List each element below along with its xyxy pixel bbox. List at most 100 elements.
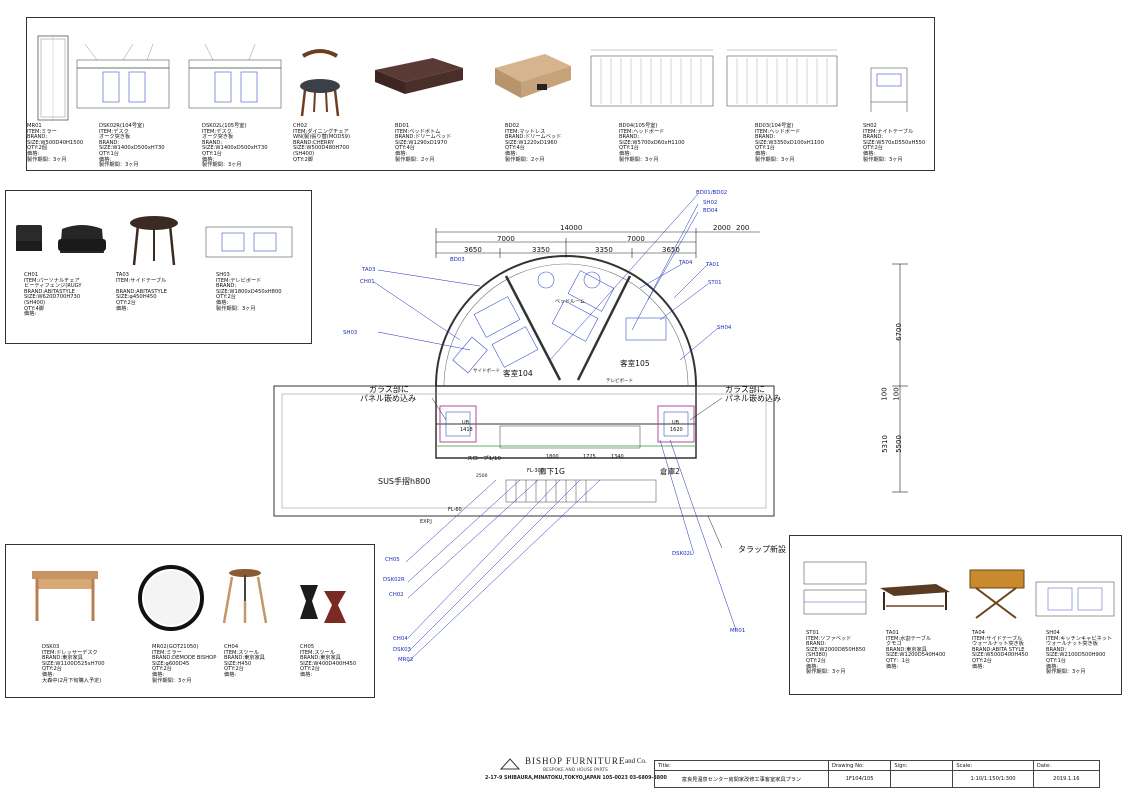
- spec-line: SIZE:W1400xD500xH730: [99, 145, 165, 152]
- ch02-chair-photo: [300, 49, 340, 117]
- dim-offset: 2000: [713, 224, 731, 232]
- ub-left-label: UB: [462, 420, 470, 426]
- spec-line: ITEM:スツール: [300, 649, 335, 656]
- dim-slope-length: 2500: [476, 474, 488, 479]
- spec-line: SIZE:W500D480H700: [293, 145, 350, 152]
- ch04-stool-photo: [222, 569, 268, 624]
- dim-seg-4: 3650: [662, 246, 680, 254]
- spec-line: 価格:: [300, 671, 313, 678]
- date-header: Date:: [1032, 760, 1101, 771]
- bd01-bed-bottom-photo: [375, 58, 463, 94]
- date-value: 2019.1.16: [1032, 770, 1101, 788]
- room-105-label: 客室105: [620, 359, 650, 368]
- tag-dsk03: DSK03: [393, 647, 411, 653]
- spec-line: ITEM:ソファベッド: [806, 635, 852, 642]
- ta03-side-table-photo: [130, 216, 178, 266]
- spec-line: 価格:: [505, 150, 518, 157]
- spec-mr01: MR01 ITEM:ミラー BRAND: SIZE:W500D40H1500 Q…: [27, 123, 83, 163]
- dim-right-upper: 6700: [894, 323, 903, 341]
- spec-line: クモゴ: [886, 641, 902, 648]
- dim-overall-width: 14000: [560, 224, 583, 232]
- spec-line: QTY:2台: [116, 299, 136, 306]
- spec-line: ITEM:テレビボード: [216, 277, 262, 284]
- note-ladder-new: タラップ新設: [738, 545, 786, 554]
- spec-line: 価格:: [24, 311, 37, 318]
- spec-line: ITEM:ベッドボトム: [395, 128, 441, 135]
- spec-ta03: TA03 ITEM:サイドテーブル BRAND:ABITASTYLE SIZE:…: [116, 272, 167, 312]
- spec-code: BD01: [395, 123, 410, 129]
- spec-code: TA01: [886, 630, 899, 636]
- dsk02r-desk-drawing: [76, 43, 170, 109]
- spec-line: SIZE:W1800xD450xH800: [216, 288, 282, 295]
- title-header: Title:: [654, 760, 829, 771]
- spec-line: 製作期間：3ヶ月: [619, 156, 659, 163]
- spec-code: MR01: [27, 123, 42, 129]
- spec-line: 製作期間：3ヶ月: [27, 156, 67, 163]
- dim-corridor-2: 1725: [583, 454, 596, 460]
- spec-line: ITEM:サイドテーブル: [116, 277, 167, 284]
- spec-line: BRAND:DEMODE BISHOP: [152, 655, 217, 662]
- spec-line: 製作期間：3ヶ月: [152, 677, 192, 684]
- spec-line: 製作期間：3ヶ月: [99, 162, 139, 169]
- spec-line: QTY：1台: [886, 657, 911, 664]
- logo-name: BISHOP FURNITURE: [525, 756, 626, 766]
- tag-ch05: CH05: [385, 557, 400, 563]
- spec-line: SIZE:φ450H450: [116, 294, 157, 301]
- corridor-label: 廊下1G: [539, 467, 565, 476]
- spec-line: SIZE:W1200D540H400: [886, 652, 946, 659]
- tag-ta01: TA01: [706, 262, 720, 268]
- logo-subtitle: BESPOKE AND HOUSE PARTS: [543, 768, 608, 773]
- tv-board-note: テレビボード: [606, 379, 633, 384]
- spec-line: QTY:2個: [27, 145, 47, 152]
- spec-line: ITEM:ミラー: [152, 649, 182, 656]
- spec-line: SIZE:W2000D850H850: [806, 646, 866, 653]
- spec-ta04: TA04 ITEM:サイドテーブル ウォールナット突き板 BRAND:ABITA…: [972, 630, 1028, 670]
- spec-sh02: SH02 ITEM:ナイトテーブル BRAND: SIZE:W570xD550x…: [863, 123, 925, 163]
- spec-line: BRAND:: [27, 134, 48, 141]
- top-furniture-panel: MR01 ITEM:ミラー BRAND: SIZE:W500D40H1500 Q…: [26, 17, 935, 171]
- spec-line: QTY:1台: [99, 150, 119, 157]
- spec-sh03: SH03 ITEM:テレビボード BRAND: SIZE:W1800xD450x…: [216, 272, 282, 312]
- spec-line: ウォールナット突き板: [1046, 641, 1098, 648]
- spec-line: ITEM:水割テーブル: [886, 635, 932, 642]
- spec-bd03: BD03(104号室) ITEM:ヘッドボード BRAND: SIZE:W335…: [755, 123, 824, 163]
- spec-line: SIZE:W400D400H450: [300, 660, 357, 667]
- spec-ch01: CH01 ITEM:パーソナルチェア ビーティフェンジ(RUGY BRAND:A…: [24, 272, 82, 318]
- spec-line: QTY:4脚: [24, 305, 44, 312]
- spec-line: ITEM:マットレス: [505, 128, 546, 135]
- spec-line: SIZE:H450: [224, 660, 252, 667]
- spec-line: BRAND:ドリームベッド: [395, 134, 452, 141]
- spec-line: BRAND:ABITASTYLE: [24, 288, 75, 295]
- spec-line: BRAND:: [216, 283, 237, 290]
- spec-line: BRAND:: [1046, 646, 1067, 653]
- spec-line: BRAND:東京家具: [42, 655, 83, 662]
- title-value: 富良見温泉センター房間家改修工事客室家具プラン: [654, 770, 829, 788]
- note-slope: スロープ1/10: [467, 456, 502, 462]
- spec-line: QTY:1台: [755, 145, 775, 152]
- spec-ch05: CH05 ITEM:スツール BRAND:東京家具 SIZE:W400D400H…: [300, 644, 357, 679]
- tag-ch01: CH01: [360, 279, 375, 285]
- tag-ch02: CH02: [389, 592, 404, 598]
- tag-sh04: SH04: [717, 325, 732, 331]
- mr01-mirror-drawing: [37, 34, 69, 122]
- dim-seg-3: 3350: [595, 246, 613, 254]
- ch05-stool-photo: [300, 585, 346, 623]
- storage-label: 倉庫2: [660, 467, 681, 476]
- spec-line: ウォールナット突き板: [972, 641, 1024, 648]
- spec-line: ITEM:デスク: [202, 128, 232, 135]
- tag-dsk02l: DSK02L: [672, 551, 693, 557]
- tag-st01: ST01: [708, 280, 722, 286]
- spec-line: QTY:2台: [300, 666, 320, 673]
- spec-line: QTY:2台: [972, 657, 992, 664]
- spec-line: QTY:2脚: [293, 156, 313, 163]
- spec-line: 価格:: [27, 150, 40, 157]
- spec-line: SIZE:W5700xD60xH1100: [619, 139, 685, 146]
- spec-line: 価格:: [224, 671, 237, 678]
- spec-code: CH01: [24, 272, 39, 278]
- dim-right-lower-1: 5310: [880, 435, 889, 453]
- spec-line: BRAND:ABITASTYLE: [116, 288, 167, 295]
- spec-line: 価格:: [42, 671, 55, 678]
- floor-plan-drawing: [273, 193, 908, 663]
- title-block-table: Title: Drawing No: Sign: Scale: Date: 富良…: [654, 760, 1101, 788]
- spec-line: (SH380): [806, 652, 828, 659]
